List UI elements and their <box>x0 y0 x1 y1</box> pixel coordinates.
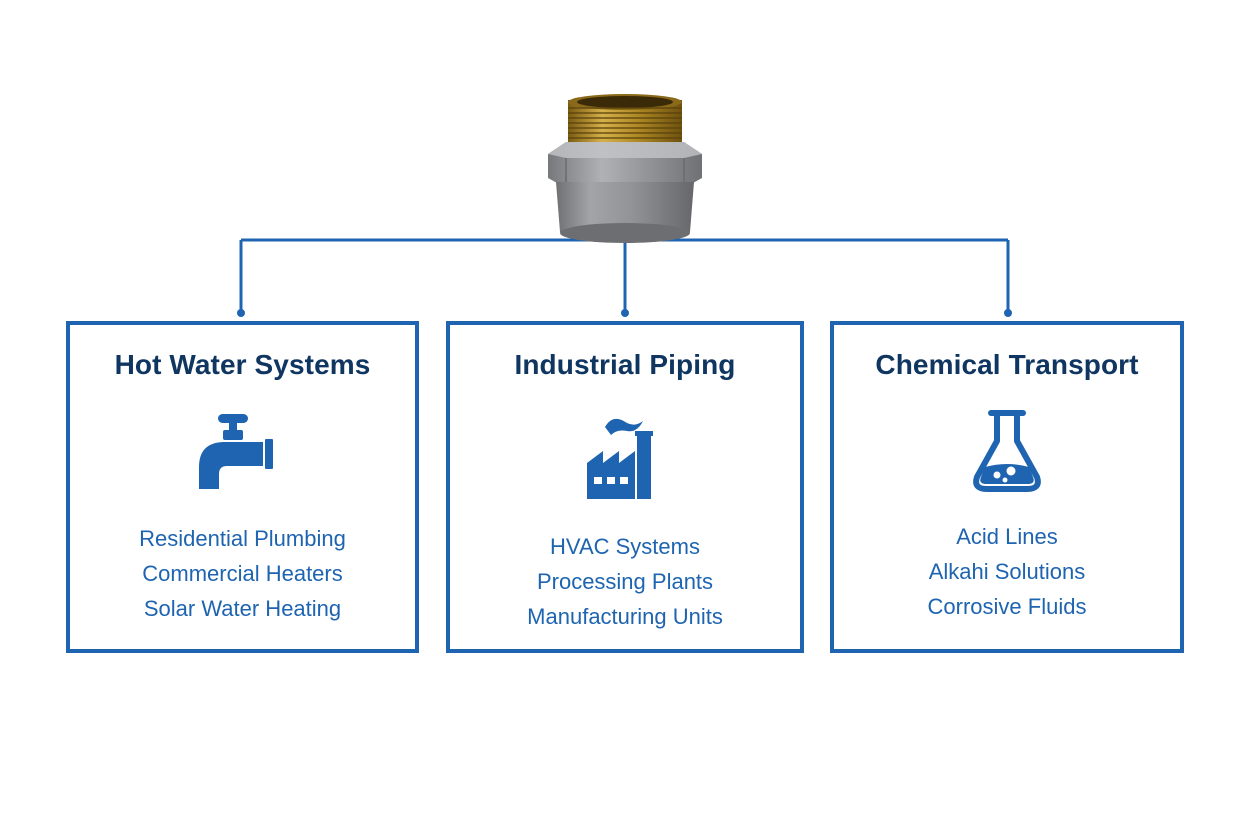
list-item: Corrosive Fluids <box>927 594 1087 619</box>
list-item: HVAC Systems <box>550 534 700 559</box>
faucet-icon <box>198 414 273 489</box>
list-item: Solar Water Heating <box>143 596 342 621</box>
card-title: Industrial Piping <box>514 349 736 380</box>
list-item: Acid Lines <box>956 524 1058 549</box>
connector-dot-right <box>1004 309 1012 317</box>
connector-dot-center <box>621 309 629 317</box>
card-hot-water-systems: Hot Water Systems Residential Plumbing C… <box>66 321 419 653</box>
list-item: Alkahi Solutions <box>928 559 1086 584</box>
list-item: Manufacturing Units <box>527 604 723 629</box>
list-item: Processing Plants <box>536 569 714 594</box>
card-items: Acid Lines Alkahi Solutions Corrosive Fl… <box>834 519 1180 624</box>
connector-dot-left <box>237 309 245 317</box>
card-items: HVAC Systems Processing Plants Manufactu… <box>450 529 800 634</box>
card-items: Residential Plumbing Commercial Heaters … <box>70 521 415 626</box>
card-chemical-transport: Chemical Transport Acid Lines Alkahi Sol… <box>830 321 1184 653</box>
card-industrial-piping: Industrial Piping HVAC Systems Processin… <box>446 321 804 653</box>
factory-icon <box>587 418 653 499</box>
card-title: Hot Water Systems <box>114 349 371 380</box>
flask-icon <box>973 410 1041 492</box>
threaded-pipe-adapter-icon <box>548 94 702 243</box>
list-item: Commercial Heaters <box>142 561 343 586</box>
card-title: Chemical Transport <box>875 349 1139 380</box>
list-item: Residential Plumbing <box>139 526 346 551</box>
